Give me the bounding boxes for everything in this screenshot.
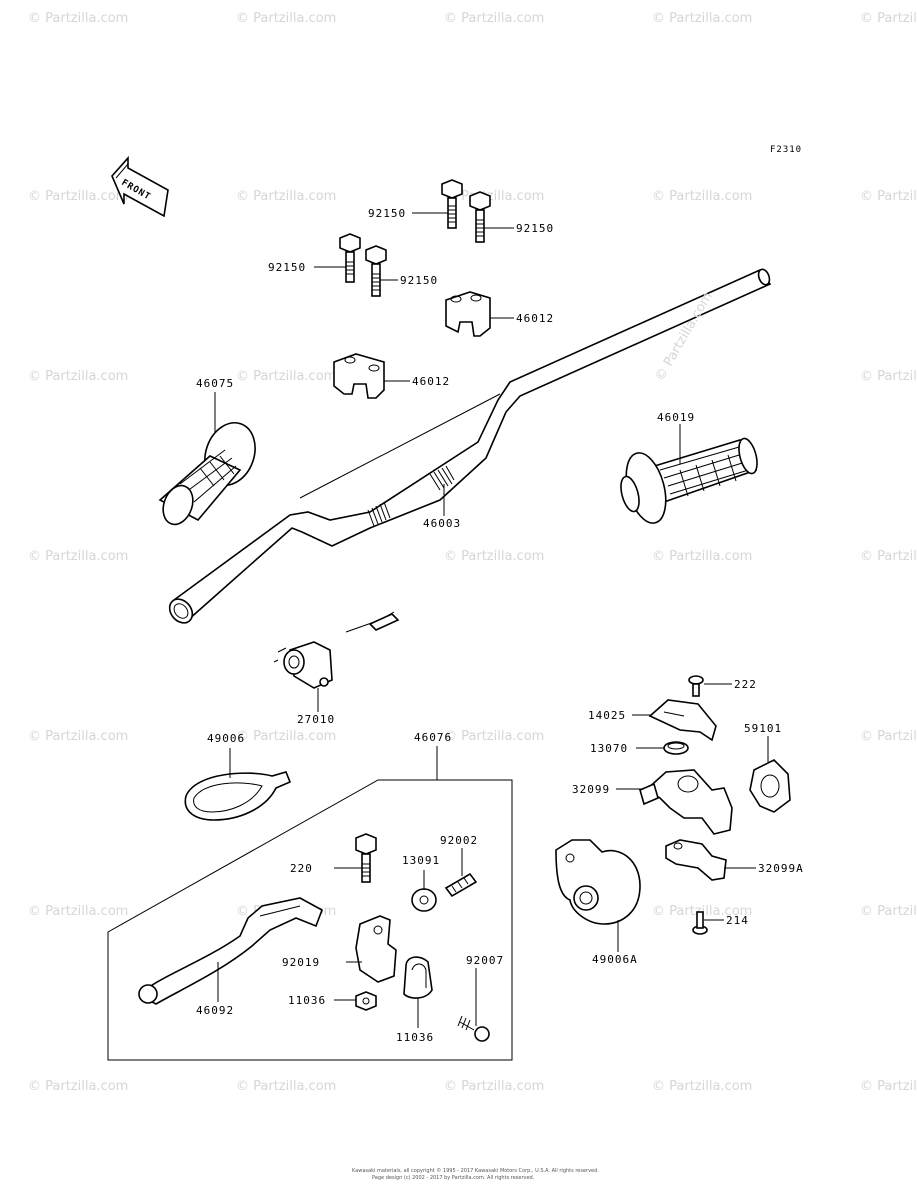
part-label-46076: 46076 — [414, 731, 452, 744]
part-label-92150: 92150 — [268, 261, 306, 274]
part-label-32099: 32099 — [572, 783, 610, 796]
watermark: © Partzilla.com — [28, 904, 128, 919]
screw-icon — [692, 911, 708, 935]
clutch-lever-icon — [138, 897, 323, 1005]
watermark: © Partzilla.com — [236, 11, 336, 26]
part-label-32099A: 32099A — [758, 862, 804, 875]
part-label-49006: 49006 — [207, 732, 245, 745]
lever-holder-icon — [355, 915, 397, 983]
part-label-27010: 27010 — [297, 713, 335, 726]
watermark: © Partzilla.com — [236, 729, 336, 744]
watermark: © Partzilla.com — [444, 549, 544, 564]
watermark: © Partzilla.com — [860, 729, 917, 744]
watermark: © Partzilla.com — [28, 549, 128, 564]
collar-icon — [663, 741, 689, 755]
front-arrow-icon: FRONT — [111, 155, 169, 218]
part-label-92002: 220 — [290, 862, 313, 875]
handlebar-holder-icon — [333, 353, 385, 399]
engine-stop-switch-icon — [273, 611, 400, 689]
assembly-box — [107, 779, 513, 1061]
handlebar-holder-icon — [445, 291, 491, 337]
watermark: © Partzilla.com — [236, 189, 336, 204]
part-label-92019: 11036 — [288, 994, 326, 1007]
part-label-222: 222 — [734, 678, 757, 691]
part-label-46012: 46012 — [412, 375, 450, 388]
throttle-case-icon — [555, 839, 641, 925]
watermark: © Partzilla.com — [444, 729, 544, 744]
part-label-92150: 92150 — [400, 274, 438, 287]
watermark: © Partzilla.com — [28, 11, 128, 26]
copyright-line-1: Kawasaki materials, all copyright © 1995… — [352, 1167, 599, 1174]
watermark: © Partzilla.com — [236, 369, 336, 384]
watermark: © Partzilla.com — [860, 1079, 917, 1094]
part-label-92150: 92150 — [516, 222, 554, 235]
watermark: © Partzilla.com — [444, 11, 544, 26]
throttle-cover-icon — [648, 699, 717, 742]
bolt-icon — [365, 245, 387, 297]
screw-icon — [688, 675, 704, 697]
grip-left-icon — [158, 422, 256, 526]
part-label-13070: 13070 — [590, 742, 628, 755]
part-label-46012: 46012 — [516, 312, 554, 325]
throttle-housing-icon — [639, 769, 733, 835]
watermark-layer: © Partzilla.com © Partzilla.com © Partzi… — [28, 11, 917, 1094]
watermark: © Partzilla.com — [860, 549, 917, 564]
part-label-92150: 92150 — [368, 207, 406, 220]
part-label-13091: 92019 — [282, 956, 320, 969]
watermark: © Partzilla.com — [444, 1079, 544, 1094]
part-label-46019: 46019 — [657, 411, 695, 424]
pivot-bolt-icon — [355, 833, 377, 883]
handlebar-icon — [168, 268, 772, 624]
watermark: © Partzilla.com — [860, 369, 917, 384]
part-label-46056: 13091 — [402, 854, 440, 867]
watermark: © Partzilla.com — [652, 189, 752, 204]
watermark: © Partzilla.com — [28, 189, 128, 204]
bolt-icon — [441, 179, 463, 229]
bolt-icon — [339, 233, 361, 283]
part-label-14025: 14025 — [588, 709, 626, 722]
adjuster-nut-icon — [411, 888, 437, 912]
part-label-46003: 46003 — [423, 517, 461, 530]
housing-cover-icon — [665, 839, 727, 881]
watermark: © Partzilla.com — [236, 1079, 336, 1094]
part-label-46092: 46092 — [196, 1004, 234, 1017]
watermark: © Partzilla.com — [652, 549, 752, 564]
watermark: © Partzilla.com — [28, 369, 128, 384]
figure-code: F2310 — [770, 145, 802, 155]
watermark: © Partzilla.com — [444, 189, 544, 204]
part-label-220: 92007 — [466, 954, 504, 967]
part-label-92007: 92002 — [440, 834, 478, 847]
watermark: © Partzilla.com — [28, 1079, 128, 1094]
part-label-214: 214 — [726, 914, 749, 927]
screw-icon — [457, 1015, 490, 1042]
grip-right-icon — [620, 437, 758, 524]
clamp-icon — [403, 956, 433, 999]
bolt-icon — [469, 191, 491, 243]
throttle-pulley-icon — [749, 759, 791, 813]
adjuster-screw-icon — [444, 872, 478, 898]
watermark: © Partzilla.com — [28, 729, 128, 744]
part-label-11036: 11036 — [396, 1031, 434, 1044]
copyright-line-2: Page design (c) 2002 - 2017 by Partzilla… — [372, 1175, 535, 1181]
watermark: © Partzilla.com — [652, 11, 752, 26]
watermark: © Partzilla.com — [860, 904, 917, 919]
watermark: © Partzilla.com — [652, 1079, 752, 1094]
nut-icon — [355, 991, 377, 1011]
mirror-icon — [184, 771, 292, 821]
part-label-46075: 46075 — [196, 377, 234, 390]
watermark: © Partzilla.com — [860, 189, 917, 204]
part-label-49006A: 49006A — [592, 953, 638, 966]
part-label-59101: 59101 — [744, 722, 782, 735]
watermark: © Partzilla.com — [860, 11, 917, 26]
